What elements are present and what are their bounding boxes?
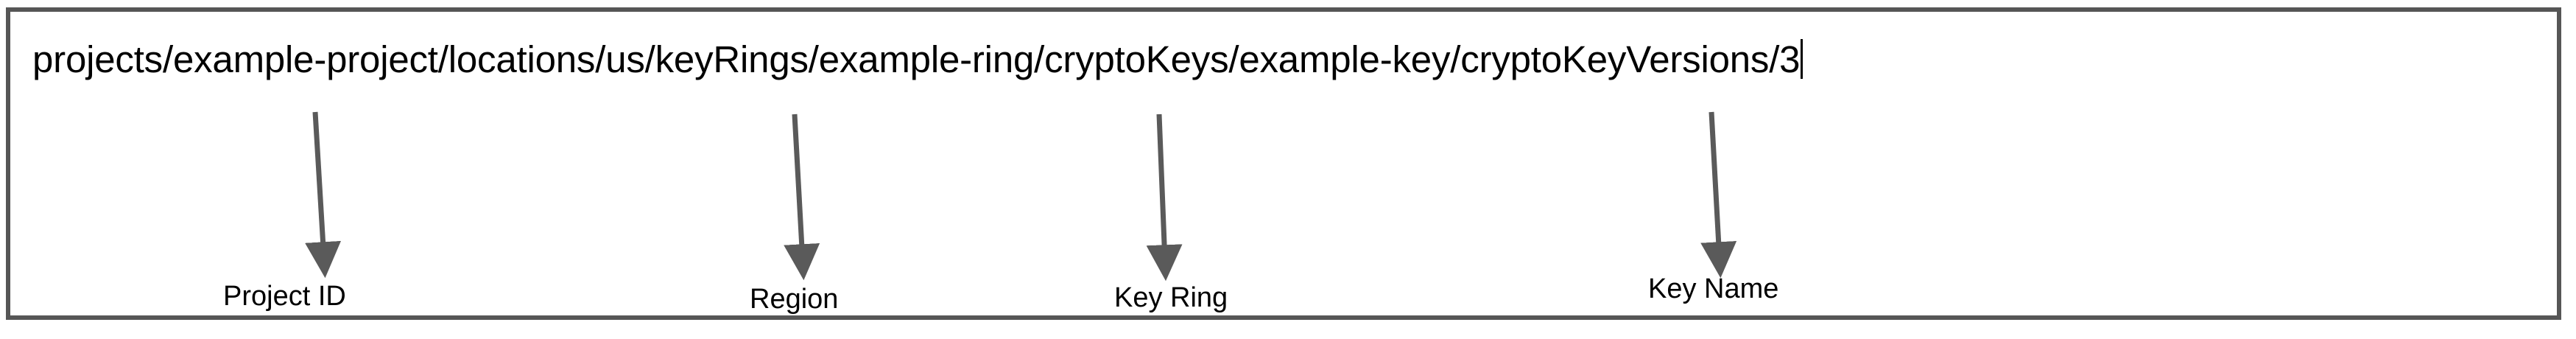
resource-path-field[interactable]: projects/example-project/locations/us/ke… (32, 32, 1803, 83)
path-frame-border: projects/example-project/locations/us/ke… (6, 7, 2561, 320)
caption-project-id: Project ID (223, 281, 346, 312)
resource-path-text[interactable]: projects/example-project/locations/us/ke… (32, 38, 1801, 80)
caption-region: Region (750, 284, 839, 315)
caption-key-ring: Key Ring (1114, 282, 1228, 313)
text-cursor-caret (1801, 39, 1803, 79)
caption-key-name: Key Name (1648, 273, 1779, 304)
